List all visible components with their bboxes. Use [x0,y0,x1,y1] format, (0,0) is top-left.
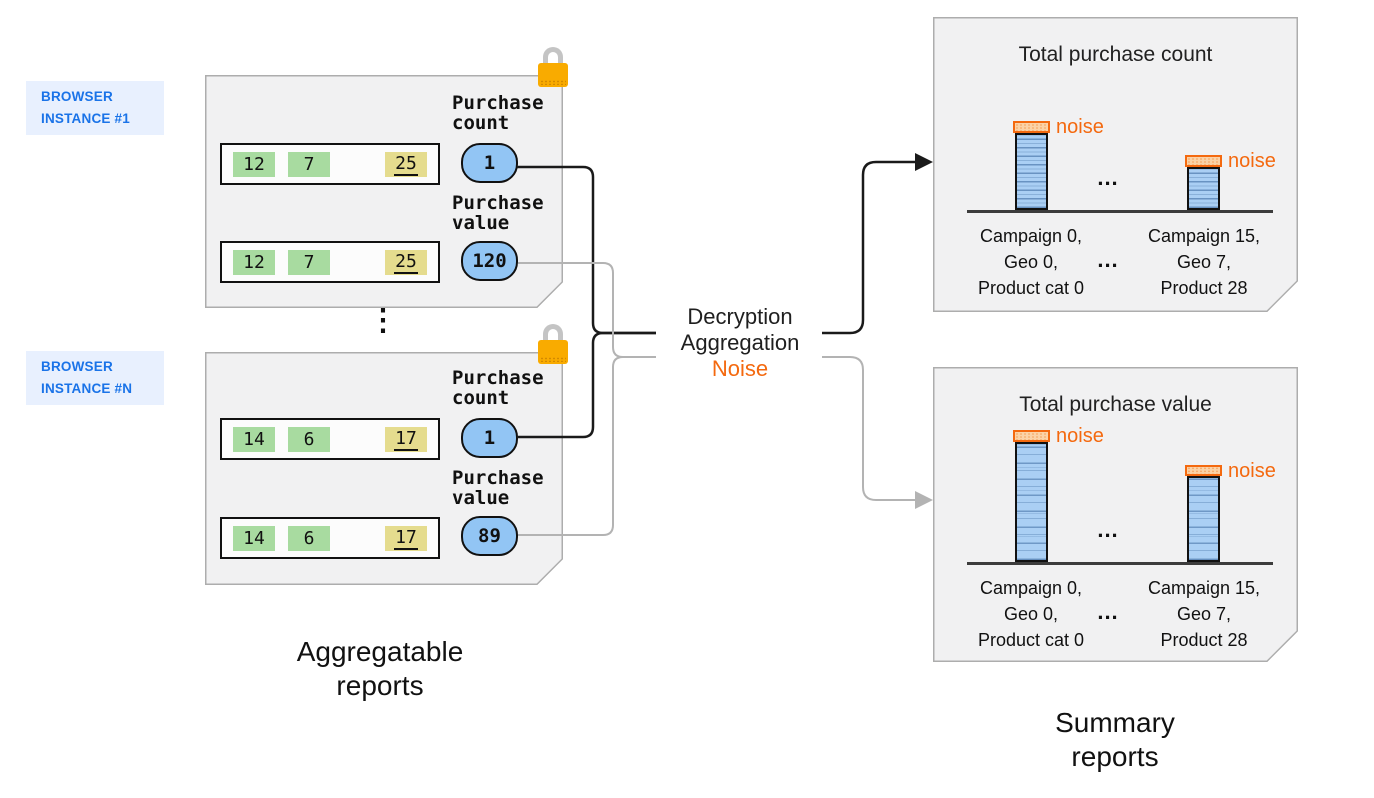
value-chip: 25 [385,151,427,177]
bucket-chip: 14 [233,525,275,551]
category-line: Geo 7, [1176,604,1232,624]
category-line: Campaign 15, [1147,578,1261,598]
category-line: Campaign 0, [979,578,1083,598]
bars-ellipsis: ... [1097,165,1119,190]
arrowhead-count [915,153,933,171]
category-label: Campaign 0, Geo 0, Product cat 0 [941,575,1121,653]
chart-bar [1187,476,1220,562]
contribution-row: 14 6 17 [220,418,440,460]
badge-line: BROWSER [41,89,113,104]
category-line: Geo 7, [1176,252,1232,272]
value-chip: 17 [385,525,427,551]
category-label: Campaign 15, Geo 7, Product 28 [1114,575,1294,653]
purchase-count-label: Purchase count [452,92,544,134]
metric-value: 1 [483,427,496,449]
lock-icon [538,324,568,364]
chart-bar [1015,442,1048,562]
process-decryption: Decryption [687,304,793,329]
noise-cap [1013,430,1050,442]
lock-body [538,63,568,87]
caption-aggregatable-reports: Aggregatable reports [255,635,505,703]
categories-ellipsis: ... [1097,247,1119,272]
noise-label: noise [1056,425,1104,447]
lock-shackle [543,47,563,66]
process-noise: Noise [711,356,769,381]
process-steps: Decryption Aggregation Noise [630,304,850,382]
category-label: Campaign 0, Geo 0, Product cat 0 [941,223,1121,301]
contribution-row: 12 7 25 [220,143,440,185]
category-line: Geo 0, [1003,604,1059,624]
purchase-value-value: 89 [461,516,518,556]
metric-value: 120 [472,250,507,272]
browser-instance-n-badge: BROWSER INSTANCE #N [26,351,164,405]
bucket-chip: 6 [288,426,330,452]
chart-title: Total purchase count [1018,43,1213,66]
chart-title: Total purchase value [1019,393,1212,416]
noise-label: noise [1228,459,1276,482]
categories-ellipsis: ... [1097,599,1119,624]
bucket-chip: 12 [233,249,275,275]
purchase-value-value: 120 [461,241,518,281]
badge-line: BROWSER [41,359,113,374]
category-label: Campaign 15, Geo 7, Product 28 [1114,223,1294,301]
category-line: Geo 0, [1003,252,1059,272]
value-chart: noise noise... Campaign 0, Geo 0, Product ca… [967,367,1276,662]
category-line: Campaign 15, [1147,226,1261,246]
lock-body [538,340,568,364]
category-line: Product cat 0 [977,278,1085,298]
caption-line: reports [1071,741,1159,772]
chart-bar [1187,167,1220,210]
category-line: Product 28 [1160,630,1248,650]
caption-line: Aggregatable [296,636,464,667]
purchase-count-label: Purchase count [452,367,544,409]
bucket-chip: 7 [288,151,330,177]
contribution-row: 14 6 17 [220,517,440,559]
noise-cap [1185,155,1222,167]
noise-label: noise [1056,116,1104,138]
bucket-chip: 7 [288,249,330,275]
noise-label: noise [1228,150,1276,172]
lock-icon [538,47,568,87]
purchase-count-value: 1 [461,143,518,183]
bucket-chip: 14 [233,426,275,452]
chart-bar [1015,133,1048,210]
arrowhead-value [915,491,933,509]
category-line: Campaign 0, [979,226,1083,246]
bars-ellipsis: ... [1097,517,1119,542]
badge-line: INSTANCE #N [41,381,133,396]
bucket-chip: 6 [288,525,330,551]
value-chip: 17 [385,426,427,452]
browser-instance-1-badge: BROWSER INSTANCE #1 [26,81,164,135]
badge-line: INSTANCE #1 [41,111,130,126]
noise-cap [1185,465,1222,476]
aggregatable-report-card-1: 12 7 25 12 7 25 Purchase count 1 Purchas… [205,47,568,308]
caption-summary-reports: Summary reports [990,706,1240,774]
card-shape [933,17,1298,312]
caption-line: reports [336,670,424,701]
process-aggregation: Aggregation [680,330,800,355]
value-chip: 25 [385,249,427,275]
aggregatable-report-card-n: 14 6 17 14 6 17 Purchase count 1 Purchas… [205,324,568,585]
noise-cap [1013,121,1050,133]
contribution-row: 12 7 25 [220,241,440,283]
x-axis [967,562,1273,565]
metric-value: 1 [483,152,496,174]
purchase-value-label: Purchase value [452,192,544,234]
bucket-chip: 12 [233,151,275,177]
category-line: Product 28 [1160,278,1248,298]
metric-value: 89 [478,525,501,547]
x-axis [967,210,1273,213]
purchase-count-value: 1 [461,418,518,458]
caption-line: Summary [1055,707,1175,738]
count-chart: noise noise... Campaign 0, Geo 0, Product ca… [967,17,1276,312]
vertical-ellipsis: ⋮ [368,304,398,337]
purchase-value-label: Purchase value [452,467,544,509]
category-line: Product cat 0 [977,630,1085,650]
